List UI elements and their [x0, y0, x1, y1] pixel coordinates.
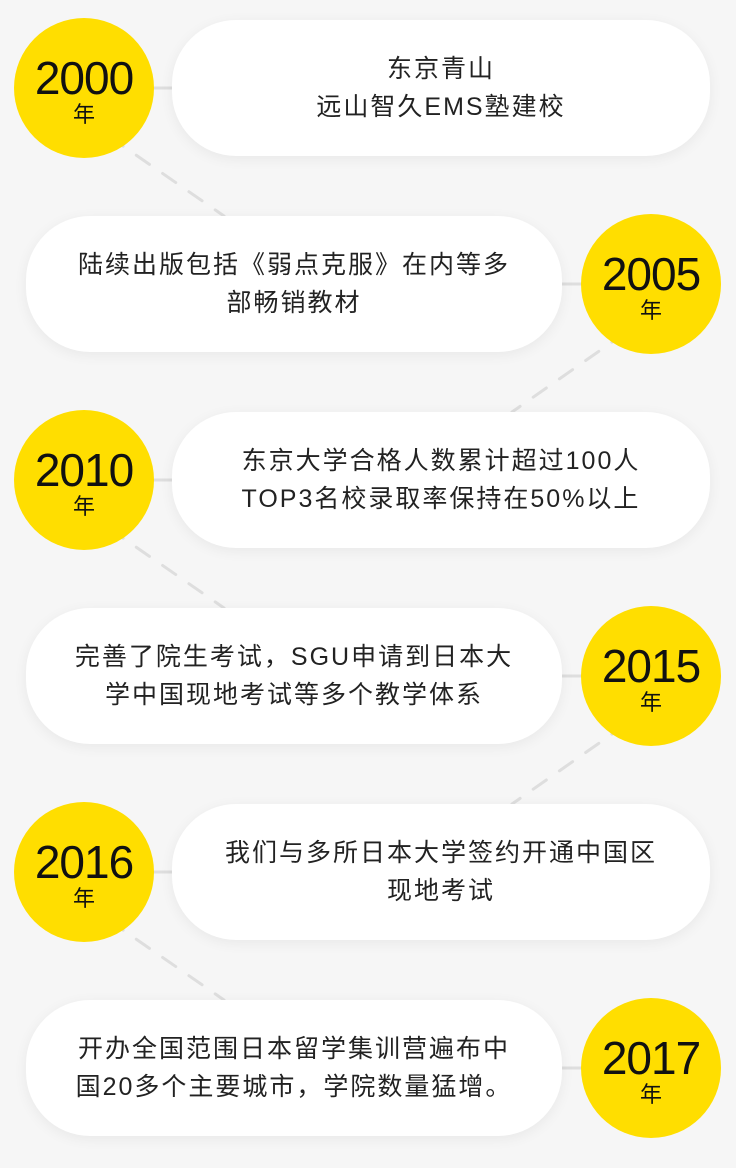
timeline-card-text-line: 东京大学合格人数累计超过100人: [241, 447, 641, 475]
timeline-card-text-line: 开办全国范围日本留学集训营遍布中: [77, 1035, 510, 1063]
timeline-card-text-line: 学中国现地考试等多个教学体系: [104, 681, 483, 709]
year-number: 2016: [34, 836, 134, 888]
year-unit: 年: [639, 1082, 662, 1107]
year-unit: 年: [72, 102, 95, 127]
year-badge: 2000 年: [14, 18, 154, 158]
year-number: 2010: [34, 444, 134, 496]
timeline-card-text-line: 部畅销教材: [226, 289, 362, 317]
timeline-item-1: 东京青山 远山智久EMS塾建校 2000 年: [0, 18, 736, 160]
dashed-connector-line: [108, 919, 226, 1002]
dashed-connector-line: [510, 331, 627, 414]
timeline-card-text-line: 远山智久EMS塾建校: [316, 93, 566, 121]
timeline-card-text-line: 东京青山: [386, 55, 495, 83]
timeline-card-text-line: 我们与多所日本大学签约开通中国区: [224, 839, 657, 867]
year-number: 2000: [34, 52, 134, 104]
timeline-item-5: 我们与多所日本大学签约开通中国区 现地考试 2016 年: [0, 802, 736, 944]
year-unit: 年: [72, 494, 95, 519]
timeline-card-text-line: 陆续出版包括《弱点克服》在内等多: [77, 251, 510, 279]
timeline-card: 陆续出版包括《弱点克服》在内等多 部畅销教材: [26, 216, 562, 352]
timeline-card-text-line: 国20多个主要城市，学院数量猛增。: [75, 1073, 513, 1101]
year-badge: 2017 年: [581, 998, 721, 1138]
timeline-card: 开办全国范围日本留学集训营遍布中 国20多个主要城市，学院数量猛增。: [26, 1000, 562, 1136]
year-unit: 年: [72, 886, 95, 911]
year-number: 2005: [601, 248, 701, 300]
timeline-card-text-line: TOP3名校录取率保持在50%以上: [241, 485, 641, 513]
dashed-connector-line: [510, 723, 627, 806]
dashed-connector-line: [108, 527, 226, 610]
timeline-item-6: 开办全国范围日本留学集训营遍布中 国20多个主要城市，学院数量猛增。 2017 …: [0, 998, 736, 1140]
timeline-card: 我们与多所日本大学签约开通中国区 现地考试: [172, 804, 710, 940]
timeline-item-2: 陆续出版包括《弱点克服》在内等多 部畅销教材 2005 年: [0, 214, 736, 356]
year-badge: 2015 年: [581, 606, 721, 746]
year-badge: 2005 年: [581, 214, 721, 354]
year-unit: 年: [639, 690, 662, 715]
timeline-card-text-line: 现地考试: [386, 877, 495, 905]
timeline-card: 东京大学合格人数累计超过100人 TOP3名校录取率保持在50%以上: [172, 412, 710, 548]
dashed-connector-line: [108, 135, 226, 218]
timeline-card: 东京青山 远山智久EMS塾建校: [172, 20, 710, 156]
year-number: 2017: [601, 1032, 701, 1084]
timeline-card-text-line: 完善了院生考试，SGU申请到日本大: [74, 643, 514, 671]
timeline-item-4: 完善了院生考试，SGU申请到日本大 学中国现地考试等多个教学体系 2015 年: [0, 606, 736, 748]
timeline-card: 完善了院生考试，SGU申请到日本大 学中国现地考试等多个教学体系: [26, 608, 562, 744]
year-badge: 2016 年: [14, 802, 154, 942]
year-unit: 年: [639, 298, 662, 323]
year-number: 2015: [601, 640, 701, 692]
year-badge: 2010 年: [14, 410, 154, 550]
timeline-item-3: 东京大学合格人数累计超过100人 TOP3名校录取率保持在50%以上 2010 …: [0, 410, 736, 552]
